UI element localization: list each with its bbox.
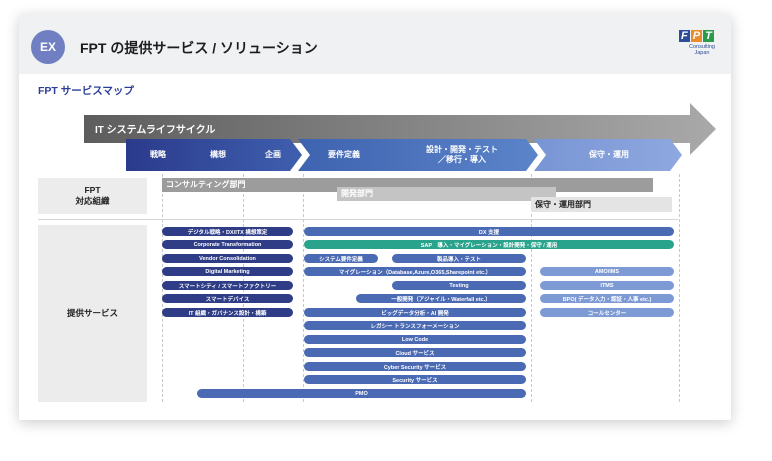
service-product-intro: 製品導入・テスト	[392, 254, 526, 263]
row-divider	[38, 219, 678, 220]
service-testing: Testing	[392, 281, 526, 290]
service-corporate-transformation: Corporate Transformation	[162, 240, 293, 249]
service-dx-support: DX 支援	[304, 227, 674, 236]
phase-chevrons	[126, 139, 682, 171]
phase-strategy: 戦略	[150, 150, 166, 159]
service-it-governance: IT 組織・ガバナンス設計・構築	[162, 308, 293, 317]
fpt-logo: F P T Consulting Japan	[679, 30, 725, 70]
logo-subtitle-1: Consulting	[689, 44, 715, 50]
header-bar: EX FPT の提供サービス / ソリューション F P T Consultin…	[19, 14, 731, 74]
logo-letter-f: F	[679, 30, 690, 42]
page-title: FPT の提供サービス / ソリューション	[80, 40, 318, 56]
service-general-dev: 一般開発（アジャイル・Waterfall etc.）	[356, 294, 526, 303]
service-migration: マイグレーション（Database,Azure,O365,Sharepoint …	[304, 267, 526, 276]
service-smart-city: スマートシティ / スマートファクトリー	[162, 281, 293, 290]
service-sap: SAP 導入・マイグレーション・設計開発・保守 / 運用	[304, 240, 674, 249]
phase-divider	[531, 174, 532, 402]
section-title: FPT サービスマップ	[38, 85, 134, 97]
service-call-center: コールセンター	[540, 308, 674, 317]
service-digital-marketing: Digital Marketing	[162, 267, 293, 276]
phase-divider	[303, 174, 304, 402]
org-label-line1: FPT	[84, 185, 101, 195]
logo-letter-p: P	[690, 30, 703, 42]
logo-letter-t: T	[703, 30, 714, 42]
phase-divider	[679, 174, 680, 402]
service-cloud: Cloud サービス	[304, 348, 526, 357]
slide-card: EX FPT の提供サービス / ソリューション F P T Consultin…	[19, 14, 731, 420]
service-amo-ims: AMO/IMS	[540, 267, 674, 276]
ex-badge: EX	[31, 30, 65, 64]
service-digital-strategy: デジタル戦略・DX/ITX 構想策定	[162, 227, 293, 236]
logo-subtitle-2: Japan	[694, 50, 710, 56]
org-label-line2: 対応組織	[75, 196, 110, 206]
phase-maintenance: 保守・運用	[589, 150, 629, 159]
lifecycle-title: IT システムライフサイクル	[95, 125, 216, 136]
service-bpo: BPO( データ入力・認証・人事 etc.)	[540, 294, 674, 303]
services-label: 提供サービス	[38, 225, 147, 402]
service-itms: ITMS	[540, 281, 674, 290]
org-development: 開発部門	[337, 187, 556, 201]
service-smart-device: スマートデバイス	[162, 294, 293, 303]
service-legacy: レガシー トランスフォーメーション	[304, 321, 526, 330]
service-security: Security サービス	[304, 375, 526, 384]
org-label: FPT 対応組織	[38, 178, 147, 214]
phase-planning: 企画	[265, 150, 281, 159]
service-bigdata-ai: ビッグデータ分析・AI 開発	[304, 308, 526, 317]
phase-concept: 構想	[210, 150, 226, 159]
phase-requirements: 要件定義	[328, 150, 360, 159]
phase-build-line1: 設計・開発・テスト	[426, 145, 498, 154]
service-low-code: Low Code	[304, 335, 526, 344]
phase-build-line2: ／移行・導入	[438, 155, 486, 164]
org-maintenance: 保守・運用部門	[531, 197, 672, 212]
phase-build: 設計・開発・テスト ／移行・導入	[399, 139, 525, 171]
service-cyber-security: Cyber Security サービス	[304, 362, 526, 371]
service-pmo: PMO	[197, 389, 526, 398]
service-vendor-consolidation: Vendor Consolidation	[162, 254, 293, 263]
service-system-requirements: システム要件定義	[304, 254, 378, 263]
